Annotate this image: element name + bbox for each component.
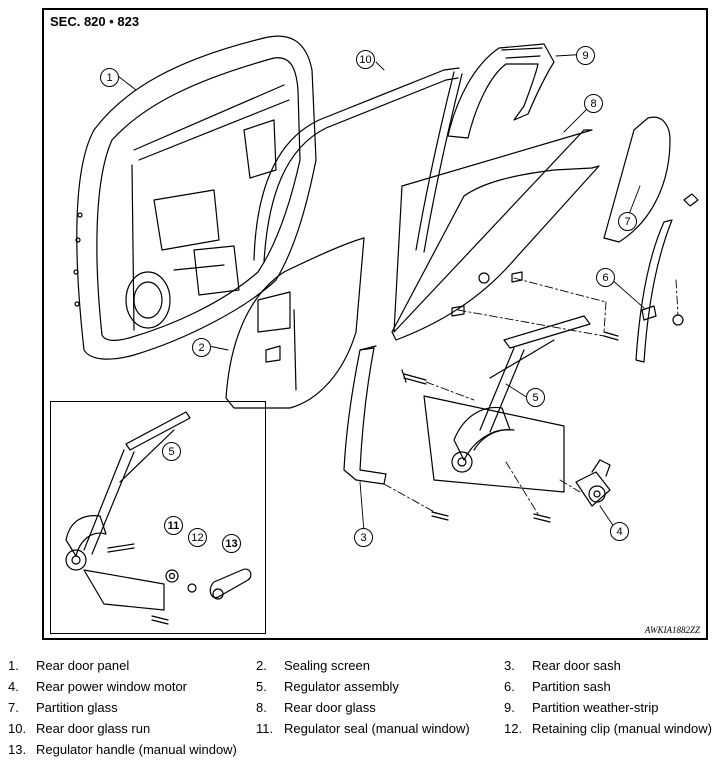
manual-window-inset <box>50 401 266 634</box>
callout-12: 12 <box>188 528 207 547</box>
sealing-screen-drawing <box>225 237 365 409</box>
partition-glass-drawing <box>603 116 671 243</box>
callout-8: 8 <box>584 94 603 113</box>
rear-door-glass-run-drawing <box>253 67 463 263</box>
assembly-leader-lines <box>383 277 679 515</box>
callout-5: 5 <box>526 388 545 407</box>
inset-manual-regulator-drawing <box>65 411 252 625</box>
callout-13: 13 <box>222 534 241 553</box>
bolt-drawings <box>401 331 619 523</box>
callout-6: 6 <box>596 268 615 287</box>
callout-5-inset: 5 <box>162 442 181 461</box>
diagram-frame: SEC. 820 • 823 1 2 3 4 5 6 7 8 9 10 11 1… <box>42 8 708 640</box>
callout-11: 11 <box>164 516 183 535</box>
callout-7: 7 <box>618 212 637 231</box>
regulator-assembly-drawing <box>423 315 591 493</box>
rear-door-sash-drawing <box>343 345 387 485</box>
rear-door-glass-drawing <box>391 129 600 341</box>
rear-power-window-motor-drawing <box>575 459 611 507</box>
partition-weather-strip-drawing <box>447 43 555 139</box>
figure-code: AWKIA1882ZZ <box>644 625 700 635</box>
exploded-parts-diagram <box>65 35 699 625</box>
rear-door-panel-drawing <box>73 35 317 360</box>
partition-sash-drawing <box>635 193 699 363</box>
callout-4: 4 <box>610 522 629 541</box>
callout-2: 2 <box>192 338 211 357</box>
section-label: SEC. 820 • 823 <box>50 14 140 29</box>
callout-1: 1 <box>100 68 119 87</box>
callout-9: 9 <box>576 46 595 65</box>
callout-10: 10 <box>356 50 375 69</box>
callout-3: 3 <box>354 528 373 547</box>
